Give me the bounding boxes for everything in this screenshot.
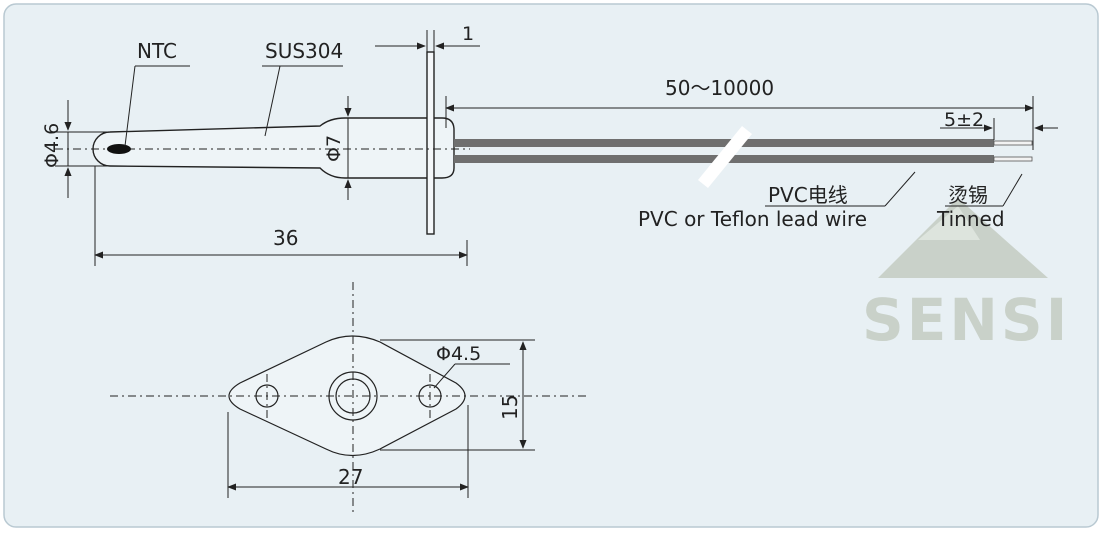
- ntc-label: NTC: [137, 39, 177, 63]
- wire-cn-label: PVC电线: [768, 183, 848, 207]
- probe-length-label: 36: [273, 226, 298, 250]
- hole-dia-label: Φ4.5: [436, 343, 481, 365]
- lead-wires: [454, 126, 1033, 188]
- flange-center-lines: [110, 282, 588, 512]
- watermark-text: SENSI: [862, 286, 1070, 354]
- material-label: SUS304: [265, 39, 343, 63]
- lead-length-label: 50～10000: [665, 76, 774, 100]
- phi-probe-label: Φ4.6: [41, 123, 63, 168]
- tinned-cn-label: 烫锡: [948, 183, 988, 207]
- probe-dimension-lines: [55, 30, 480, 266]
- phi-tube-label: Φ7: [323, 135, 345, 162]
- ntc-thermistor-bead: [107, 144, 131, 154]
- flange-dimension-lines: [227, 339, 535, 498]
- flange-thickness-label: 1: [462, 23, 474, 45]
- flange-width-label: 27: [338, 465, 363, 489]
- probe-body: [55, 51, 470, 235]
- wire-en-label: PVC or Teflon lead wire: [638, 207, 867, 231]
- tinned-en-label: Tinned: [936, 207, 1005, 231]
- flange-height-label: 15: [498, 395, 522, 420]
- wire-dimension-lines: [445, 96, 1058, 207]
- watermark-logo: SENSI: [862, 198, 1070, 354]
- strip-length-label: 5±2: [944, 109, 984, 131]
